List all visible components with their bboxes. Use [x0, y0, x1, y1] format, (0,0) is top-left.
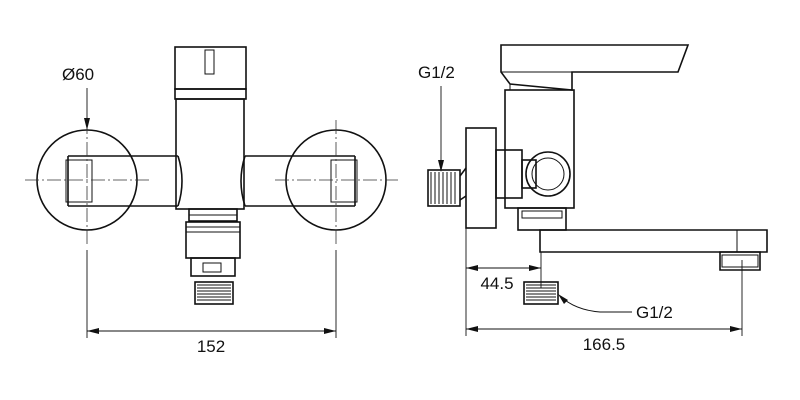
valve-body [175, 98, 245, 210]
front-body-bar [67, 155, 356, 207]
front-view: 152 Ø60 [25, 46, 398, 356]
side-left-thread [427, 167, 467, 207]
side-view: 44.5 166.5 G1/2 G1/2 [418, 44, 768, 354]
width-dimension: 152 [86, 250, 337, 356]
handle-slot [204, 49, 215, 75]
side-connector [495, 149, 523, 199]
side-spout [539, 229, 768, 253]
side-knob [525, 151, 571, 197]
left-eccentric [65, 159, 93, 203]
bottom-thread-label: G1/2 [636, 303, 673, 322]
side-wall-plate [465, 127, 497, 229]
right-eccentric [330, 159, 358, 203]
depth-dimension: 166.5 [466, 260, 743, 354]
offset-dimension: 44.5 [465, 228, 542, 336]
front-handle [174, 46, 247, 90]
width-dim-label: 152 [197, 337, 225, 356]
depth-dim-label: 166.5 [583, 335, 626, 354]
diameter-dim-label: Ø60 [62, 65, 94, 84]
top-thread-callout: G1/2 [418, 63, 455, 172]
handle-collar [174, 88, 247, 100]
front-bottom-thread [194, 281, 234, 305]
side-lever [500, 44, 690, 91]
bottom-thread-callout: G1/2 [558, 294, 673, 322]
offset-dim-label: 44.5 [480, 274, 513, 293]
diameter-callout: Ø60 [62, 65, 94, 130]
top-thread-label: G1/2 [418, 63, 455, 82]
diverter-nut [190, 257, 236, 277]
